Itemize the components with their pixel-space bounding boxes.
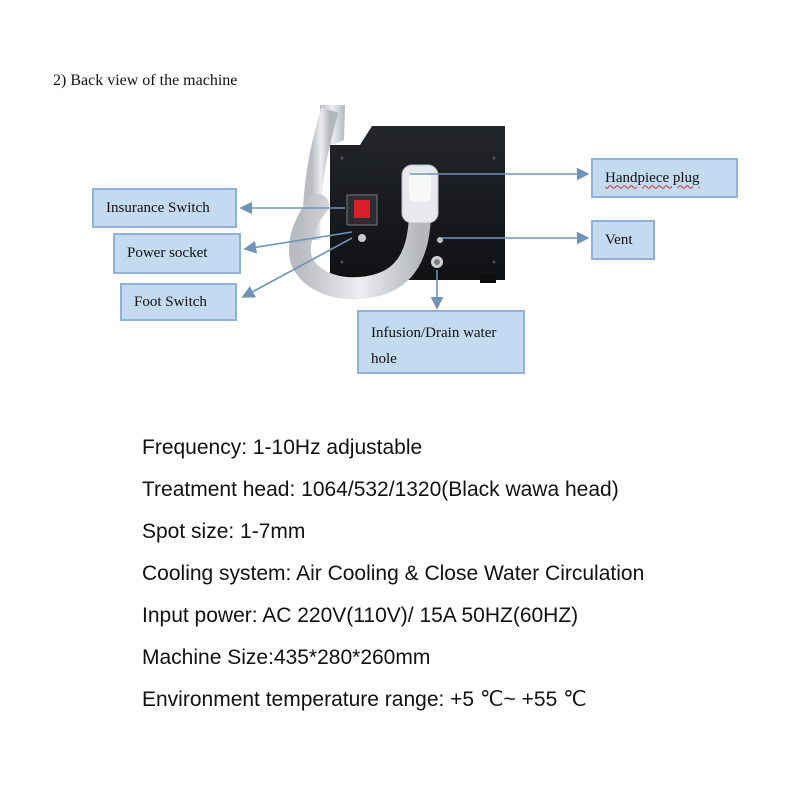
vent-label: Vent [591,220,655,260]
spec-input-power: Input power: AC 220V(110V)/ 15A 50HZ(60H… [142,604,579,627]
power-socket-text: Power socket [127,245,208,261]
handpiece-plug-text: Handpiece plug [605,169,700,186]
handpiece-plug-label: Handpiece plug [591,158,738,198]
power-socket-label: Power socket [113,233,241,274]
insurance-switch [346,194,378,226]
page-title: 2) Back view of the machine [53,72,238,89]
insurance-switch-text: Insurance Switch [106,199,210,216]
spec-frequency: Frequency: 1-10Hz adjustable [142,436,423,459]
insurance-switch-label: Insurance Switch [92,188,237,228]
spec-treatment-head: Treatment head: 1064/532/1320(Black wawa… [142,478,619,501]
infusion-drain-text: Infusion/Drain water hole [371,325,497,367]
vent [437,237,443,243]
handpiece-hose [289,194,431,300]
infusion-drain-label: Infusion/Drain water hole [357,310,525,374]
spec-temperature-range: Environment temperature range: +5 ℃~ +55… [142,688,587,711]
infusion-drain-hole [431,256,443,268]
spec-spot-size: Spot size: 1-7mm [142,520,306,543]
machine-back-view-diagram [239,105,590,310]
foot-switch-text: Foot Switch [134,293,207,310]
spec-list: Frequency: 1-10Hz adjustable Treatment h… [142,433,644,727]
arrow-power-socket [243,231,353,254]
power-socket [358,234,366,242]
spec-machine-size: Machine Size:435*280*260mm [142,646,431,669]
foot-switch-label: Foot Switch [120,283,237,321]
spec-cooling-system: Cooling system: Air Cooling & Close Wate… [142,562,645,585]
arrow-foot-switch [241,237,353,298]
handpiece-plug [401,164,439,224]
vent-text: Vent [605,231,633,248]
